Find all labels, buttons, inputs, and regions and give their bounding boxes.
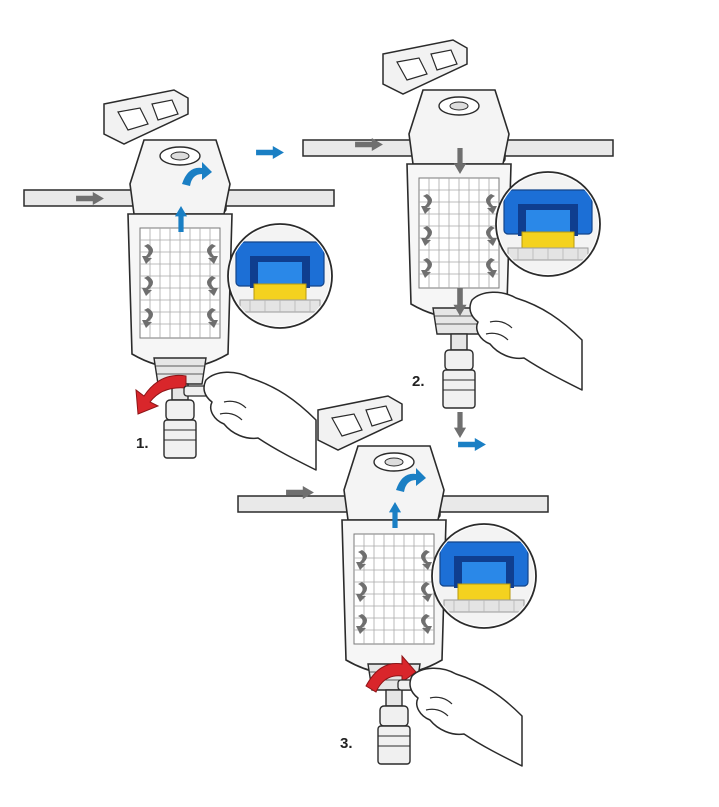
zoom-detail-icon	[432, 524, 536, 628]
rotate-arrow-icon	[365, 654, 417, 693]
hand-icon	[409, 667, 523, 767]
hand-icon	[469, 291, 583, 391]
hand-icon	[203, 371, 317, 471]
flow-arrow-icon	[174, 162, 212, 232]
step-1-label: 1.	[136, 435, 149, 452]
zoom-detail-icon	[228, 224, 332, 328]
step-1-illustration	[23, 89, 335, 459]
rotate-arrow-icon	[135, 374, 187, 415]
step-3-label: 3.	[340, 735, 353, 752]
step-2-label: 2.	[412, 373, 425, 390]
zoom-detail-icon	[496, 172, 600, 276]
